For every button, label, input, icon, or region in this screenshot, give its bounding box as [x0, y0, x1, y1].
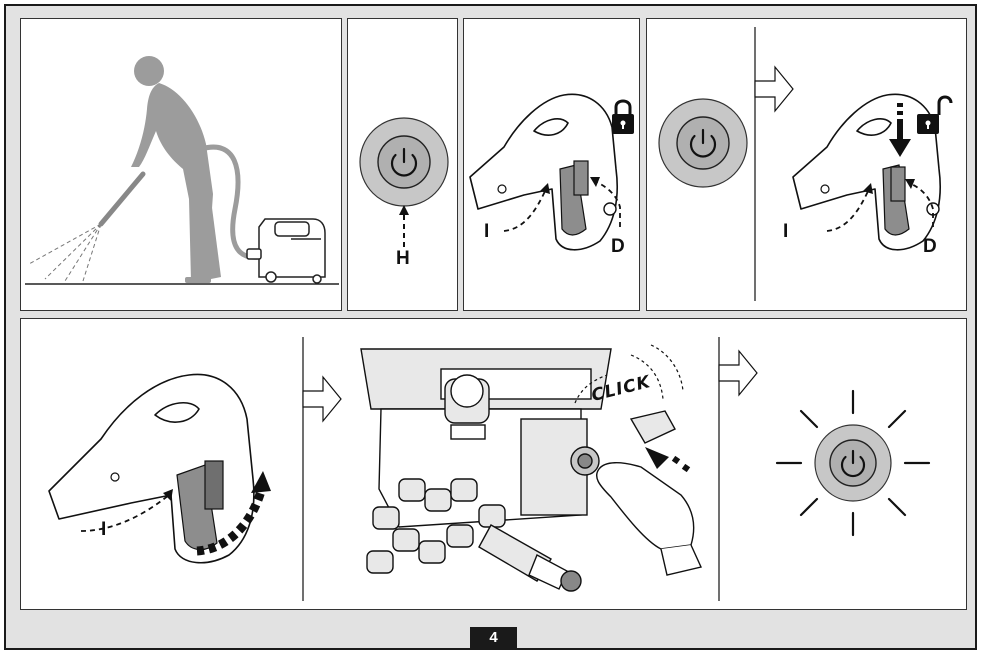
panel-unlock: I D	[646, 18, 967, 311]
start-sequence-illustration	[21, 319, 967, 610]
arrow-right-icon	[303, 377, 341, 421]
page-number: 4	[470, 627, 517, 649]
power-button-lit	[777, 391, 929, 535]
pressure-washer-machine	[247, 219, 325, 283]
callout-i: I	[484, 222, 489, 241]
person-silhouette	[131, 56, 221, 283]
panel-start-sequence: I CLICK	[20, 318, 967, 610]
padlock-closed-icon	[612, 101, 634, 134]
callout-d: D	[611, 237, 625, 256]
panel-operator	[20, 18, 342, 311]
finger-illustration	[597, 463, 701, 575]
arrow-right-icon	[719, 351, 757, 395]
panel-trigger-locked: I D	[463, 18, 640, 311]
arrow-right-icon	[755, 67, 793, 111]
panel-power-button: H	[347, 18, 458, 311]
unlock-illustration	[647, 19, 967, 311]
operator-illustration	[21, 19, 342, 311]
trigger-gun-locked	[464, 19, 640, 311]
padlock-open-icon	[917, 97, 951, 134]
trigger-gun-pull	[49, 374, 271, 562]
callout-i: I	[783, 222, 788, 241]
callout-i: I	[101, 520, 106, 539]
callout-h: H	[396, 249, 410, 268]
callout-d: D	[923, 237, 937, 256]
